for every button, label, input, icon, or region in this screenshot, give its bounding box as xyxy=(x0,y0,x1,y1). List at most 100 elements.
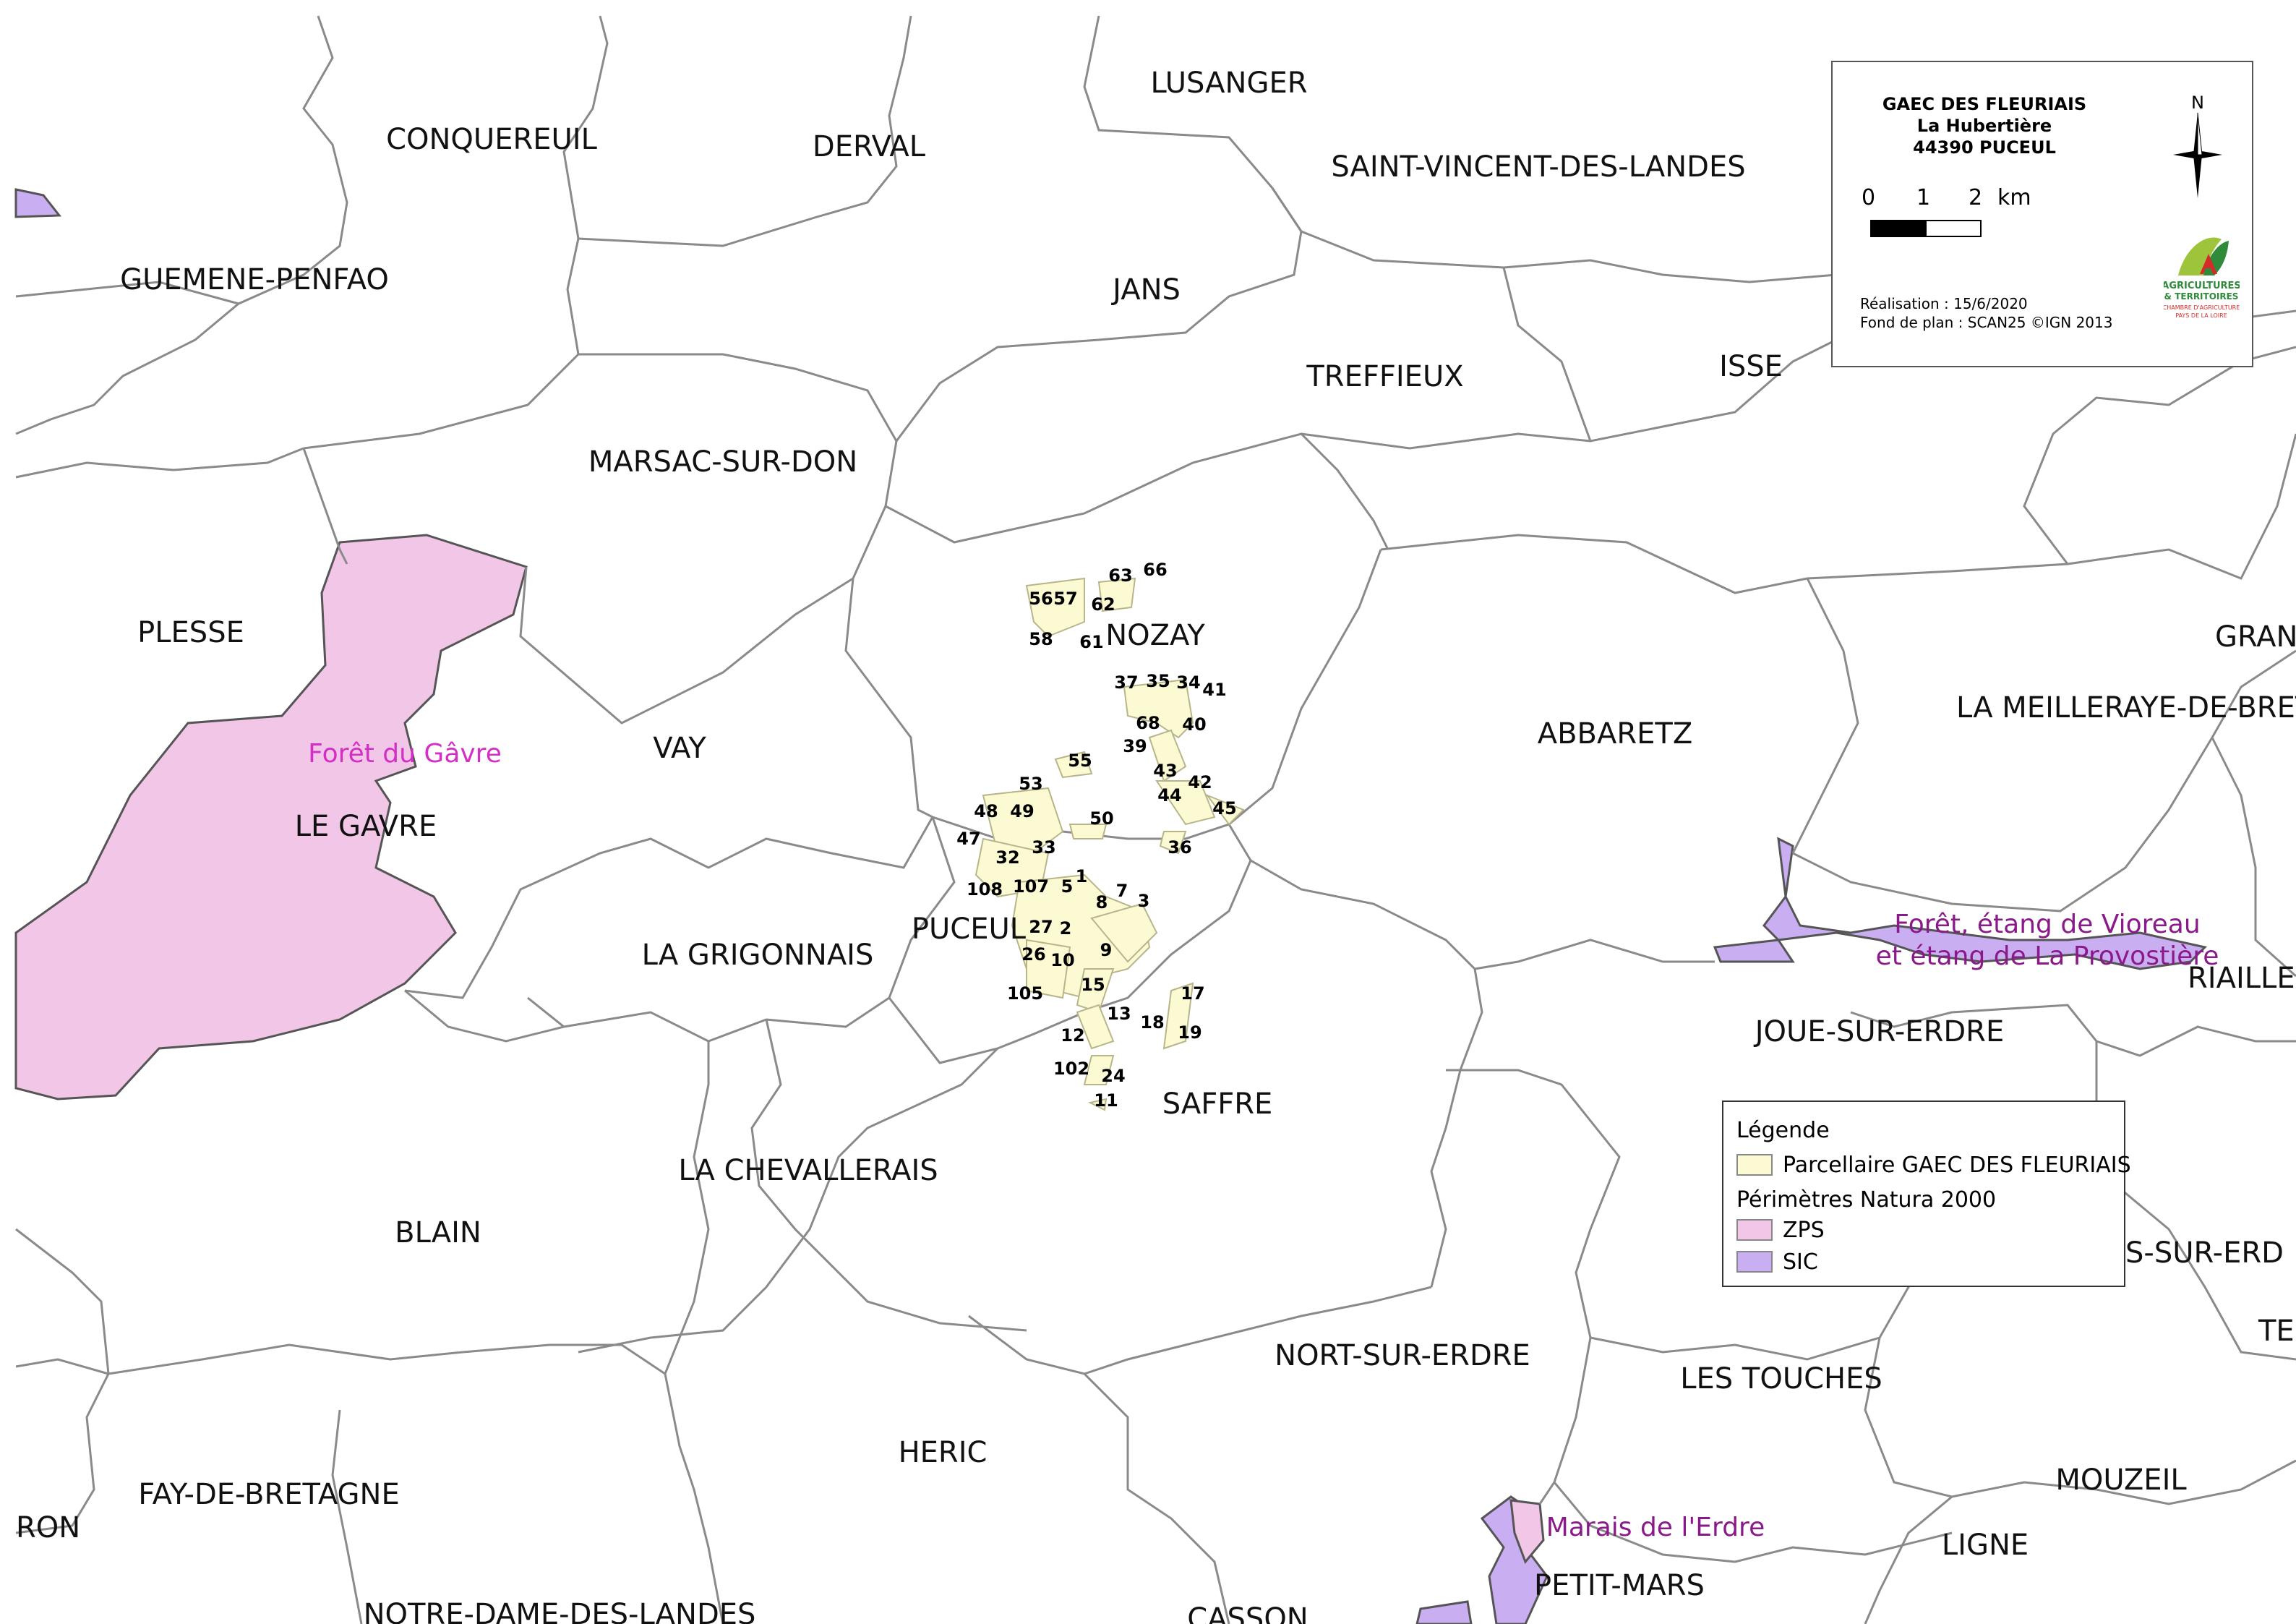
commune-label: LE GAVRE xyxy=(295,810,437,843)
commune-label: SAFFRE xyxy=(1162,1087,1273,1121)
commune-label: PLESSE xyxy=(137,616,244,649)
parcel-shape xyxy=(1155,780,1216,826)
north-arrow-icon: N xyxy=(2173,93,2222,198)
commune-label: NOZAY xyxy=(1105,619,1205,652)
commune-label: TREFFIEUX xyxy=(1306,360,1463,393)
commune-label: DERVAL xyxy=(813,130,926,163)
commune-label: HERIC xyxy=(899,1436,988,1469)
parcel-shape xyxy=(1205,793,1245,826)
parcel-shape xyxy=(1162,982,1194,1050)
parcel-number: 17 xyxy=(1181,983,1204,1004)
commune-label: GUEMENE-PENFAO xyxy=(120,263,389,296)
legend-label-parcel: Parcellaire GAEC DES FLEURIAIS xyxy=(1783,1153,2131,1178)
scale-label-2: 2 xyxy=(1969,185,1983,210)
parcel-shape xyxy=(1159,831,1187,855)
title-block: GAEC DES FLEURIAIS La Hubertière 44390 P… xyxy=(1831,61,2253,367)
commune-label: LA MEILLERAYE-DE-BRET xyxy=(1956,691,2296,725)
site-label-vioreau: Forêt, étang de Vioreau xyxy=(1894,910,2200,939)
parcel-labels: 63 66 56 57 62 58 61 37 35 34 41 68 40 3… xyxy=(956,560,1236,1111)
parcel-number: 48 xyxy=(974,801,998,821)
parcel-number: 36 xyxy=(1168,837,1191,858)
commune-label: LA CHEVALLERAIS xyxy=(678,1154,938,1187)
logo-text-1: AGRICULTURES xyxy=(2164,281,2240,291)
scale-label-0: 0 xyxy=(1862,185,1876,210)
parcel-number: 102 xyxy=(1053,1059,1089,1079)
parcel-shape xyxy=(1083,1055,1115,1085)
farm-parcels xyxy=(974,577,1245,1111)
parcel-number: 47 xyxy=(956,829,980,849)
parcel-number: 11 xyxy=(1094,1090,1118,1111)
parcel-number: 18 xyxy=(1140,1012,1164,1033)
sic-area-vioreau xyxy=(1762,837,2207,970)
commune-label: VAY xyxy=(653,732,706,765)
parcel-number: 26 xyxy=(1021,944,1045,965)
parcel-number: 27 xyxy=(1029,917,1053,937)
parcel-shape xyxy=(1076,1004,1115,1050)
basemap-credit: Fond de plan : SCAN25 ©IGN 2013 xyxy=(1860,314,2113,331)
parcel-number: 44 xyxy=(1157,785,1181,805)
parcel-number: 45 xyxy=(1212,798,1236,819)
commune-label: GRAN xyxy=(2215,620,2296,654)
commune-label: MOUZEIL xyxy=(2055,1463,2187,1497)
parcel-number: 42 xyxy=(1188,772,1212,792)
parcel-number: 55 xyxy=(1068,751,1092,771)
parcel-number: 10 xyxy=(1050,950,1074,970)
logo-text-4: PAYS DE LA LOIRE xyxy=(2175,312,2227,319)
commune-label: SAINT-VINCENT-DES-LANDES xyxy=(1331,150,1745,184)
commune-label: PETIT-MARS xyxy=(1534,1569,1705,1602)
parcel-shape xyxy=(1026,939,1071,999)
parcel-number: 37 xyxy=(1114,672,1138,693)
parcel-number: 63 xyxy=(1108,565,1132,586)
commune-label: S-SUR-ERD xyxy=(2125,1236,2284,1270)
sic-area-nw-corner xyxy=(14,188,62,218)
parcel-number: 35 xyxy=(1146,671,1170,691)
realisation-date: Réalisation : 15/6/2020 xyxy=(1860,295,2028,312)
parcel-number: 7 xyxy=(1116,881,1128,901)
chamber-agriculture-logo: AGRICULTURES & TERRITOIRES CHAMBRE D'AGR… xyxy=(2164,237,2240,319)
parcel-number: 8 xyxy=(1096,892,1108,913)
commune-label: NOTRE-DAME-DES-LANDES xyxy=(364,1598,756,1624)
parcel-number: 3 xyxy=(1138,891,1150,911)
commune-label: FAY-DE-BRETAGNE xyxy=(138,1478,399,1511)
legend-title: Légende xyxy=(1736,1118,1830,1143)
commune-boundaries xyxy=(15,15,2296,1624)
parcel-shape xyxy=(1025,577,1085,638)
parcel-number: 43 xyxy=(1153,761,1177,781)
parcel-number: 2 xyxy=(1060,918,1072,939)
commune-label: LA GRIGONNAIS xyxy=(642,939,874,972)
parcel-number: 13 xyxy=(1107,1004,1131,1024)
parcel-number: 24 xyxy=(1101,1066,1125,1086)
sic-area-vioreau-west xyxy=(1713,939,1795,963)
legend-natura-title: Périmètres Natura 2000 xyxy=(1736,1187,1997,1213)
commune-label: CONQUEREUIL xyxy=(386,123,598,156)
commune-label: PUCEUL xyxy=(912,913,1027,946)
parcel-number: 68 xyxy=(1136,713,1160,733)
commune-label: CASSON xyxy=(1187,1602,1308,1624)
parcel-number: 40 xyxy=(1182,714,1206,735)
farm-address: 44390 PUCEUL xyxy=(1913,137,2056,158)
parcel-shape xyxy=(1054,751,1093,779)
site-label-gavre: Forêt du Gâvre xyxy=(308,739,502,769)
parcel-number: 61 xyxy=(1079,632,1103,652)
parcel-number: 66 xyxy=(1143,560,1167,580)
farm-name: GAEC DES FLEURIAIS xyxy=(1882,94,2087,114)
scale-bar xyxy=(1870,220,1982,237)
parcel-shape xyxy=(1148,729,1187,782)
logo-text-2: & TERRITOIRES xyxy=(2164,291,2239,302)
parcel-shape xyxy=(1097,577,1136,612)
parcel-number: 105 xyxy=(1007,983,1043,1004)
commune-label: NORT-SUR-ERDRE xyxy=(1275,1339,1530,1372)
legend-label-sic: SIC xyxy=(1783,1249,1818,1275)
commune-label: RIAILLE xyxy=(2188,962,2295,995)
commune-label: MARSAC-SUR-DON xyxy=(588,445,857,479)
legend-swatch-zps xyxy=(1736,1219,1773,1241)
parcel-number: 33 xyxy=(1032,837,1055,858)
legend-swatch-sic xyxy=(1736,1251,1773,1273)
legend-label-zps: ZPS xyxy=(1783,1218,1825,1243)
commune-label: TE xyxy=(2258,1315,2295,1348)
zps-area-erdre xyxy=(1509,1499,1545,1564)
scale-label-1: 1 xyxy=(1916,185,1931,210)
site-label-erdre: Marais de l'Erdre xyxy=(1546,1513,1765,1542)
parcel-number: 34 xyxy=(1176,672,1200,693)
farm-place: La Hubertière xyxy=(1916,116,2052,136)
